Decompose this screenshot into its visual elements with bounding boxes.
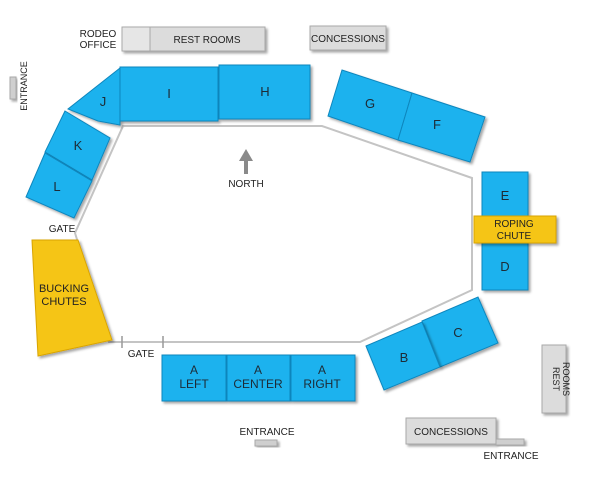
section-k[interactable] xyxy=(44,110,111,181)
rest-rooms-top-building xyxy=(121,26,266,52)
entrance-left-label: ENTRANCE xyxy=(19,61,29,111)
bucking-chutes-label-line1: Bucking xyxy=(39,283,89,295)
rodeo-office-label-line1: RODEO xyxy=(80,29,117,40)
roping-chute-label-line1: ROPING xyxy=(494,219,534,230)
section-a-right[interactable] xyxy=(290,354,356,402)
north-label: NORTH xyxy=(228,179,263,190)
entrance-bottom-right-marker xyxy=(495,438,525,446)
section-a-left[interactable] xyxy=(161,354,227,402)
section-g-label: G xyxy=(365,96,375,111)
section-a-right-label-line1: A xyxy=(318,363,326,377)
entrance-bottom-marker xyxy=(254,439,278,447)
section-d-label: D xyxy=(500,259,509,274)
entrance-bottom-label: ENTRANCE xyxy=(239,427,294,438)
arena-floor xyxy=(73,125,473,343)
section-i-label: I xyxy=(167,86,171,101)
entrance-bottom-right-label: ENTRANCE xyxy=(483,451,538,462)
section-a-center-label-line2: CENTER xyxy=(233,377,283,391)
concessions-top-building xyxy=(309,25,387,51)
rest-rooms-right-building xyxy=(541,344,567,414)
roping-chute-label-line2: CHUTE xyxy=(497,231,532,242)
rest-rooms-right-label-line2: ROOMS xyxy=(561,362,571,396)
rest-rooms-right-label-line1: REST xyxy=(551,367,561,392)
bucking-chutes-label-line2: Chutes xyxy=(41,296,86,308)
section-c-label: C xyxy=(453,325,462,340)
section-e[interactable] xyxy=(481,171,529,219)
concessions-bottom-label: CONCESSIONS xyxy=(414,427,488,438)
section-i[interactable] xyxy=(119,66,219,122)
section-b[interactable] xyxy=(365,321,441,391)
section-h-label: H xyxy=(260,84,269,99)
section-f[interactable] xyxy=(397,92,486,163)
section-a-center[interactable] xyxy=(226,354,291,402)
section-l[interactable] xyxy=(25,152,93,219)
section-b-label: B xyxy=(400,350,409,365)
bucking-chutes xyxy=(31,239,113,357)
concessions-bottom-building xyxy=(405,417,497,445)
section-e-label: E xyxy=(501,188,510,203)
gate-left-label: GATE xyxy=(49,224,76,235)
entrance-left-marker xyxy=(9,76,17,100)
section-d[interactable] xyxy=(481,241,529,291)
rodeo-office-label-line2: OFFICE xyxy=(80,40,117,51)
section-j-label: J xyxy=(100,94,107,109)
section-f-label: F xyxy=(433,117,441,132)
section-a-center-label-line1: A xyxy=(254,363,262,377)
section-l-label: L xyxy=(53,179,60,194)
section-h[interactable] xyxy=(218,64,311,120)
gate-bottom-label: GATE xyxy=(128,349,155,360)
concessions-top-label: CONCESSIONS xyxy=(311,34,385,45)
section-a-left-label-line2: LEFT xyxy=(179,377,209,391)
north-arrow-icon xyxy=(239,149,253,174)
rest-rooms-top-label: REST ROOMS xyxy=(173,35,240,46)
section-k-label: K xyxy=(74,138,83,153)
roping-chute xyxy=(473,215,557,244)
section-a-left-label-line1: A xyxy=(190,363,198,377)
section-j[interactable] xyxy=(67,66,121,126)
section-a-right-label-line2: RIGHT xyxy=(303,377,341,391)
